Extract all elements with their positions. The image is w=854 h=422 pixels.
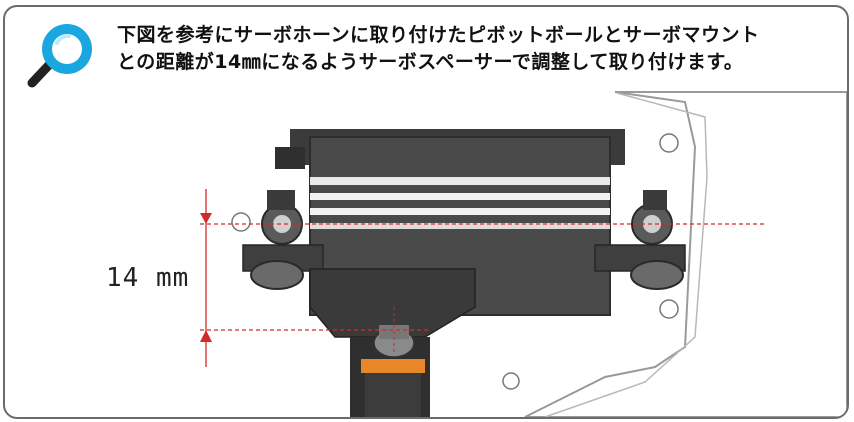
dimension-arrow-bottom (200, 330, 212, 342)
servo-mount-plate (524, 91, 847, 417)
instruction-line-2: との距離が14㎜になるようサーボスペーサーで調整して取り付けます。 (117, 51, 744, 73)
instruction-text: 下図を参考にサーボホーンに取り付けたピボットボールとサーボマウント との距離が1… (117, 22, 837, 76)
mount-hole (502, 372, 520, 390)
mount-hole (659, 133, 679, 153)
servo-illustration (200, 91, 847, 417)
dimension-unit: mm (155, 263, 190, 293)
servo-spacer (361, 359, 425, 373)
magnifier-icon (27, 24, 92, 88)
dimension-value: 14 (106, 263, 140, 293)
instruction-note: 下図を参考にサーボホーンに取り付けたピボットボールとサーボマウント との距離が1… (5, 7, 847, 88)
instruction-line-1: 下図を参考にサーボホーンに取り付けたピボットボールとサーボマウント (117, 24, 760, 46)
dimension-label: 14 mm (106, 263, 189, 293)
mount-hole (231, 212, 251, 232)
tip-panel: 下図を参考にサーボホーンに取り付けたピボットボールとサーボマウント との距離が1… (3, 5, 849, 419)
mount-hole (659, 299, 679, 319)
dimension-arrow-top (200, 213, 212, 224)
